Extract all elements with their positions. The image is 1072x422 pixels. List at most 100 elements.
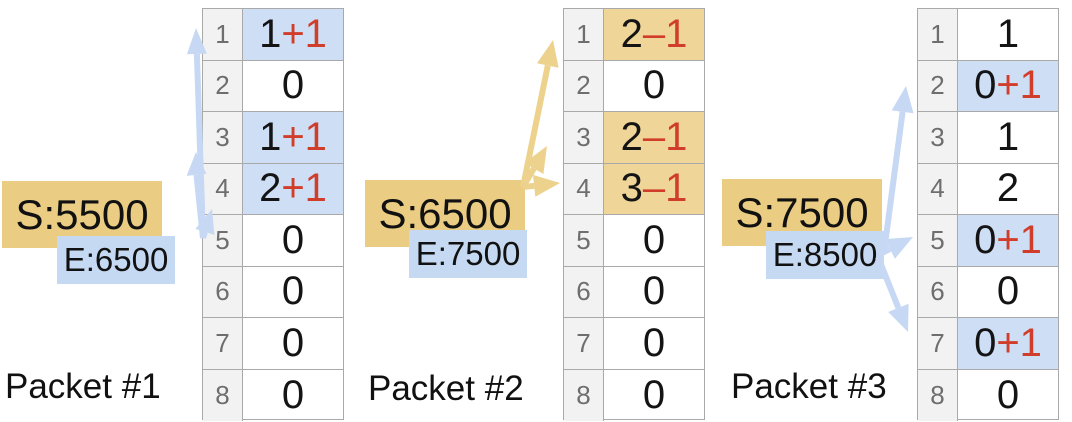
counter-base-value: 1: [996, 11, 1020, 56]
counter-value-cell: 0: [604, 61, 704, 112]
counter-base-value: 0: [974, 320, 997, 365]
counter-base-value: 2: [996, 166, 1020, 211]
arrow-head-row4: [533, 174, 560, 197]
counter-base-value: 2: [620, 11, 643, 56]
counter-value-cell: 0: [958, 370, 1058, 422]
row-number-cell: 4: [564, 163, 604, 215]
counter-base-value: 0: [974, 217, 997, 262]
row-number-cell: 2: [203, 60, 243, 112]
counter-delta-value: –1: [642, 114, 688, 159]
row-number-cell: 7: [918, 318, 958, 370]
row-number-cell: 3: [564, 112, 604, 164]
start-seq-text: S:7500: [735, 188, 869, 236]
end-seq-label-packet2: E:7500: [409, 230, 527, 278]
counter-value-cell: 0: [958, 267, 1058, 318]
counter-delta-value: +1: [996, 320, 1042, 365]
row-number-cell: 6: [564, 266, 604, 318]
arrow-head-row2: [891, 86, 914, 114]
row-number-cell: 7: [203, 318, 243, 370]
counter-value-cell: 2–1: [604, 112, 704, 164]
start-seq-text: S:5500: [15, 190, 149, 238]
packet1-caption: Packet #1: [5, 367, 161, 406]
packet2-caption: Packet #2: [368, 369, 524, 408]
row-number-cell: 5: [918, 215, 958, 267]
counter-base-value: 2: [259, 166, 282, 211]
counter-value-cell: 0: [604, 370, 704, 422]
end-seq-text: E:8500: [772, 236, 878, 273]
counter-base-value: 3: [620, 166, 643, 211]
row-number-cell: 3: [918, 112, 958, 164]
counter-base-value: 1: [259, 11, 282, 56]
counter-value-cell: 0: [243, 215, 343, 267]
counter-table-packet2: 1 2–1 2 0 3 2–1 4 3–1 5 0 6 0 7 0 8 0: [563, 8, 705, 422]
counter-value-cell: 2–1: [604, 9, 704, 61]
row-number-cell: 8: [918, 369, 958, 421]
arrow-head-row7: [888, 303, 909, 332]
start-seq-text: S:6500: [378, 189, 512, 237]
counter-delta-value: +1: [996, 63, 1042, 108]
counter-base-value: 0: [642, 217, 666, 262]
row-number-cell: 4: [203, 163, 243, 215]
counter-delta-value: +1: [281, 166, 327, 211]
arrows-packet3: [875, 86, 914, 332]
row-number-cell: 3: [203, 112, 243, 164]
row-number-cell: 6: [203, 266, 243, 318]
counter-base-value: 0: [281, 269, 305, 314]
row-number-cell: 1: [564, 9, 604, 61]
counter-value-cell: 0+1: [958, 318, 1058, 370]
counter-table-packet1: 1 1+1 2 0 3 1+1 4 2+1 5 0 6 0 7 0 8 0: [202, 8, 344, 422]
counter-value-cell: 0: [604, 267, 704, 318]
counter-value-cell: 0+1: [958, 215, 1058, 267]
counter-base-value: 0: [642, 320, 666, 365]
counter-value-cell: 0: [243, 267, 343, 318]
counter-delta-value: –1: [642, 11, 688, 56]
counter-delta-value: –1: [642, 166, 688, 211]
counter-delta-value: +1: [996, 217, 1042, 262]
row-number-cell: 2: [918, 60, 958, 112]
arrow-head-row3: [524, 146, 547, 174]
counter-value-cell: 1+1: [243, 9, 343, 61]
counter-base-value: 0: [996, 269, 1020, 314]
arrows-packet2: [520, 40, 560, 197]
row-number-cell: 1: [918, 9, 958, 61]
counter-value-cell: 3–1: [604, 163, 704, 215]
counter-value-cell: 0: [604, 318, 704, 370]
arrow-line-row2: [881, 111, 906, 253]
counter-value-cell: 1+1: [243, 112, 343, 164]
row-number-cell: 5: [203, 215, 243, 267]
counter-base-value: 0: [281, 63, 305, 108]
counter-value-cell: 0: [604, 215, 704, 267]
counter-base-value: 0: [281, 320, 305, 365]
end-seq-label-packet3: E:8500: [766, 231, 884, 279]
counter-table-packet3: 1 1 2 0+1 3 1 4 2 5 0+1 6 0 7 0+1 8 0: [917, 8, 1059, 422]
counter-value-cell: 0: [243, 318, 343, 370]
arrow-head-row1: [537, 40, 559, 68]
row-number-cell: 4: [918, 163, 958, 215]
counter-base-value: 1: [259, 114, 282, 159]
counter-value-cell: 1: [958, 112, 1058, 164]
counter-base-value: 2: [620, 114, 643, 159]
counter-value-cell: 0: [243, 370, 343, 422]
counter-delta-value: +1: [281, 11, 327, 56]
end-seq-text: E:7500: [415, 235, 521, 272]
counter-value-cell: 2: [958, 164, 1058, 215]
row-number-cell: 6: [918, 266, 958, 318]
packet3-caption: Packet #3: [731, 367, 887, 406]
row-number-cell: 1: [203, 9, 243, 61]
end-seq-text: E:6500: [63, 241, 169, 278]
row-number-cell: 2: [564, 60, 604, 112]
counter-value-cell: 0+1: [958, 60, 1058, 112]
counter-value-cell: 0: [243, 61, 343, 112]
end-seq-label-packet1: E:6500: [57, 236, 175, 284]
row-number-cell: 7: [564, 318, 604, 370]
counter-base-value: 0: [996, 372, 1020, 417]
counter-base-value: 0: [974, 63, 997, 108]
counter-delta-value: +1: [281, 114, 327, 159]
counter-base-value: 0: [642, 372, 666, 417]
counter-base-value: 1: [996, 114, 1020, 159]
counter-value-cell: 1: [958, 9, 1058, 61]
counter-base-value: 0: [281, 372, 305, 417]
row-number-cell: 8: [203, 369, 243, 421]
arrow-line-row1: [520, 64, 551, 188]
